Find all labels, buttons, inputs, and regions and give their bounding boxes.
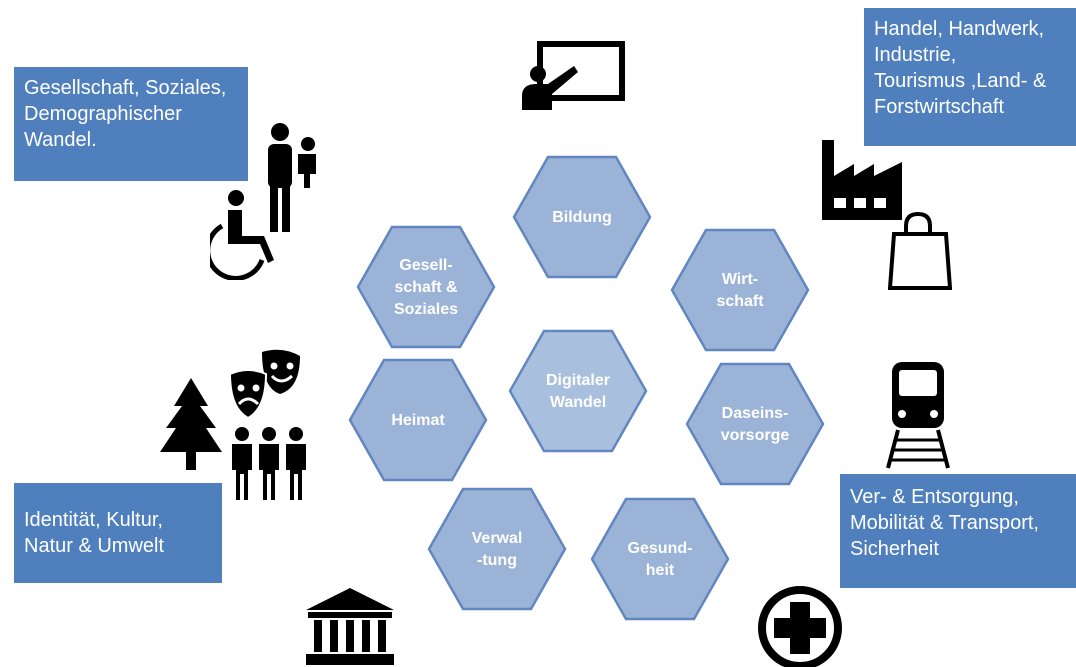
hexagon-bildung: Bildung <box>512 155 652 279</box>
box-line: Mobilität & Transport, <box>850 512 1039 534</box>
hexagon-label: Daseins- <box>722 405 789 422</box>
box-line: Identität, Kultur, <box>24 509 163 531</box>
hexagon-label: vorsorge <box>721 427 790 444</box>
hexagon-label: heit <box>646 562 675 579</box>
hexagon-label: Wandel <box>550 394 606 411</box>
hexagon-gesundheit: Gesund-heit <box>590 497 730 621</box>
factory-icon <box>822 140 902 220</box>
box-line: Handel, Handwerk, <box>874 18 1045 40</box>
hexagon-label: Digitaler <box>546 372 610 389</box>
hexagon-shape <box>356 225 496 349</box>
people-group-icon <box>232 427 306 500</box>
hexagon-verwaltung: Verwal -tung <box>427 487 567 611</box>
family-icon <box>268 123 316 232</box>
hexagon-label: schaft & <box>394 279 458 296</box>
wheelchair-icon <box>210 190 274 280</box>
hexagon-shape <box>348 358 488 482</box>
hexagon-shape <box>685 362 825 486</box>
box-top-right: Handel, Handwerk, Industrie, Tourismus ,… <box>864 8 1076 146</box>
hexagon-daseinsvorsorge: Daseins-vorsorge <box>685 362 825 486</box>
box-line: Gesellschaft, Soziales, <box>24 77 227 99</box>
box-line: Natur & Umwelt <box>24 535 165 557</box>
theater-masks-icon <box>228 349 300 420</box>
box-top-left: Gesellschaft, Soziales, Demographischer … <box>14 67 248 181</box>
hexagon-label: Gesell- <box>399 257 452 274</box>
hexagon-shape <box>512 155 652 279</box>
box-line: Tourismus ,Land- & <box>874 70 1047 92</box>
box-bottom-right: Ver- & Entsorgung, Mobilität & Transport… <box>840 474 1076 588</box>
hexagon-label: Wirt- <box>722 271 758 288</box>
hexagon-label: Verwal <box>472 530 523 547</box>
hexagon-shape <box>590 497 730 621</box>
hexagon-shape <box>670 228 810 352</box>
hexagon-label: Heimat <box>391 412 445 429</box>
hexagon-wirtschaft: Wirt-schaft <box>670 228 810 352</box>
hexagon-label: schaft <box>716 293 764 310</box>
hexagon-label: -tung <box>477 552 517 569</box>
train-icon <box>886 362 950 469</box>
hexagon-shape <box>427 487 567 611</box>
box-line: Demographischer <box>24 103 182 125</box>
hexagon-gesellschaft: Gesell-schaft & Soziales <box>356 225 496 349</box>
hexagon-shape <box>508 329 648 453</box>
hexagon-label: Bildung <box>552 209 612 226</box>
shopping-bag-icon <box>888 211 952 290</box>
box-line: Industrie, <box>874 44 957 66</box>
box-line: Forstwirtschaft <box>874 96 1005 118</box>
box-line: Sicherheit <box>850 538 939 560</box>
box-line: Ver- & Entsorgung, <box>850 486 1019 508</box>
hexagon-label: Gesund- <box>628 540 693 557</box>
hexagon-label: Soziales <box>394 301 458 318</box>
tree-icon <box>160 378 222 470</box>
teacher-board-icon <box>522 41 625 110</box>
hexagon-heimat: Heimat <box>348 358 488 482</box>
medical-cross-icon <box>758 586 842 667</box>
box-line: Wandel. <box>24 129 97 151</box>
box-bottom-left: Identität, Kultur, Natur & Umwelt <box>14 483 222 583</box>
government-building-icon <box>306 588 394 665</box>
